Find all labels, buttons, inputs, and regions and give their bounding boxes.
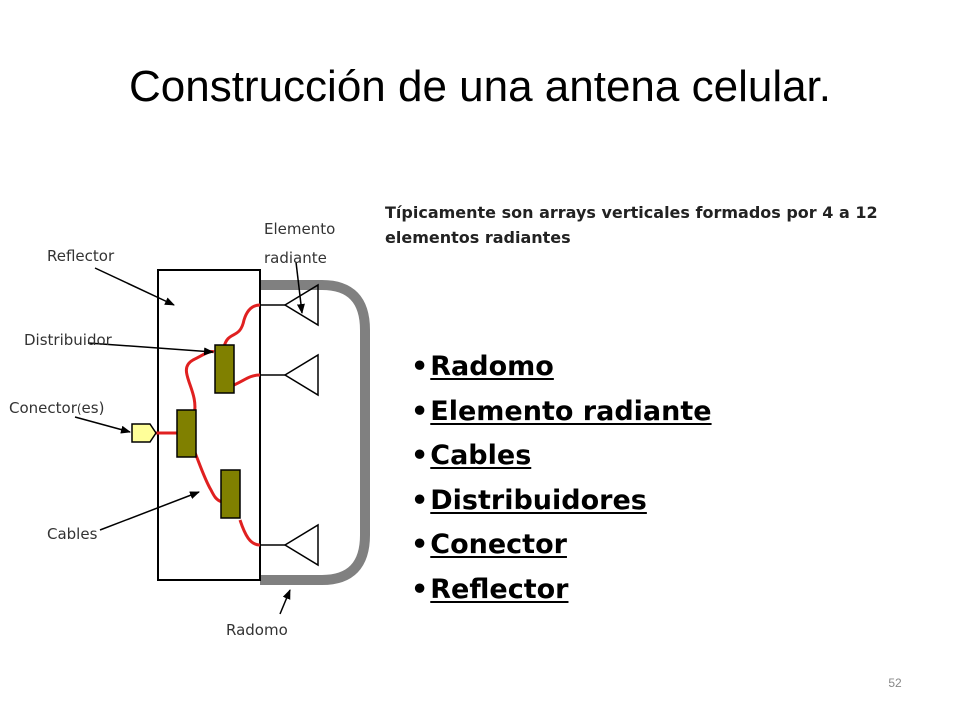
distributor-c <box>220 469 241 519</box>
bullet: • <box>411 484 429 516</box>
parts-list: •Radomo •Elemento radiante •Cables •Dist… <box>411 345 712 613</box>
list-item: •Conector <box>411 523 712 568</box>
link-reflector[interactable]: Reflector <box>430 573 569 605</box>
bullet: • <box>411 529 429 561</box>
label-elemento-line1: Elemento <box>264 220 335 238</box>
list-item: •Elemento radiante <box>411 390 712 435</box>
distributor-b <box>176 409 197 458</box>
list-item: •Distribuidores <box>411 479 712 524</box>
link-elemento-radiante[interactable]: Elemento radiante <box>430 395 712 427</box>
bullet: • <box>411 351 429 382</box>
label-radomo: Radomo <box>226 621 288 639</box>
label-conector: Conector(es) <box>9 399 104 417</box>
cable-a-to-element-1 <box>222 303 261 348</box>
arrow-cables <box>99 491 200 531</box>
slide-title: Construcción de una antena celular. <box>128 62 832 111</box>
label-cables: Cables <box>47 525 98 543</box>
pointer-arrows <box>74 261 305 615</box>
radiating-elements <box>260 283 319 567</box>
connector <box>131 423 157 443</box>
label-conector-suffix: es <box>82 399 99 417</box>
link-radomo[interactable]: Radomo <box>430 351 554 382</box>
bullet: • <box>411 395 429 427</box>
page-number: 52 <box>888 676 902 690</box>
distributor-a <box>214 344 235 394</box>
description-text: Típicamente son arrays verticales formad… <box>385 203 878 247</box>
label-distribuidor: Distribuidor <box>24 331 113 349</box>
radiating-element-3 <box>260 523 319 567</box>
arrow-elemento-radiante <box>295 261 305 314</box>
list-item: •Cables <box>411 434 712 479</box>
label-conector-main: Conector <box>9 399 78 417</box>
list-item: •Radomo <box>411 345 712 390</box>
arrow-radomo <box>279 589 291 615</box>
reflector-box <box>157 269 261 581</box>
cables <box>154 303 261 547</box>
cable-b-to-a <box>185 350 215 416</box>
radiating-element-1 <box>260 283 319 327</box>
cable-a-to-element-2 <box>233 373 261 387</box>
link-conector[interactable]: Conector <box>430 529 567 561</box>
arrow-reflector <box>94 267 175 306</box>
bullet: • <box>411 573 429 605</box>
arrow-conector <box>74 416 131 434</box>
list-item: •Reflector <box>411 568 712 613</box>
link-cables[interactable]: Cables <box>430 440 532 472</box>
cable-b-to-c <box>192 449 223 504</box>
radome <box>260 280 370 585</box>
link-distribuidores[interactable]: Distribuidores <box>430 484 647 516</box>
arrow-distribuidor <box>87 342 214 356</box>
label-reflector: Reflector <box>47 247 115 265</box>
label-conector-open: ( <box>77 402 82 416</box>
label-conector-close: ) <box>99 399 105 417</box>
cable-c-to-element-3 <box>238 519 261 547</box>
radiating-element-2 <box>260 353 319 397</box>
label-elemento-line2: radiante <box>264 249 327 267</box>
bullet: • <box>411 440 429 472</box>
